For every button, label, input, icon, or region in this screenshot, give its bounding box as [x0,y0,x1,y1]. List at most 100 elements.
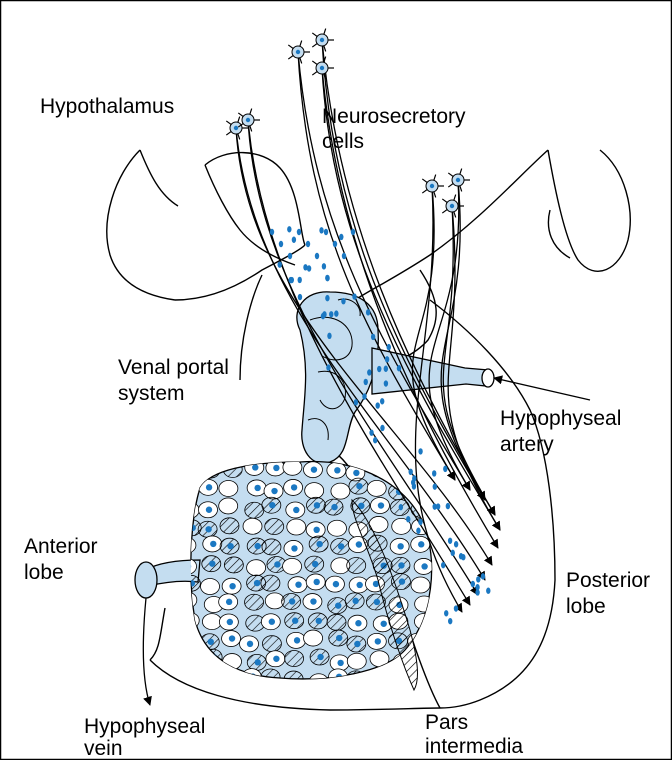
gland-cell [327,614,346,630]
granule [441,562,445,568]
neuron-nucleus [234,126,238,130]
gland-cell [285,650,304,666]
label-anterior-lobe-line2: lobe [24,560,64,585]
granule [319,227,323,233]
cell-nucleus [205,526,211,532]
gland-cell [180,671,199,687]
neuron-nucleus [296,50,300,54]
granule [298,277,302,283]
gland-cell [180,502,199,518]
vein-pointer [143,598,150,705]
granule [278,261,282,267]
granule [418,519,422,525]
granule [367,369,371,375]
granule [384,380,388,386]
granule [476,576,480,582]
cell-nucleus [314,579,320,585]
granule [327,333,331,339]
granule [454,541,458,547]
neuron-nucleus [450,204,454,208]
granule [322,263,326,269]
gland-cell [220,518,239,534]
cell-nucleus [316,541,322,547]
cell-nucleus [338,543,344,549]
cell-nucleus [331,504,337,510]
granule [288,253,292,259]
granule [409,469,413,475]
granule [397,365,401,371]
cell-nucleus [316,618,322,624]
cell-nucleus [356,541,362,547]
cell-nucleus [356,483,362,489]
granule [362,393,366,399]
gland-cell [178,635,197,651]
gland-cell [287,519,306,535]
granule [412,483,416,489]
cell-nucleus [254,543,260,549]
cell-nucleus [375,638,381,644]
gland-cell [219,480,238,496]
gland-cell [245,594,264,610]
granule [454,605,458,611]
gland-cell [223,461,242,477]
cell-nucleus [274,561,280,567]
granule [287,226,291,232]
granule [448,618,452,624]
label-neurosecretory-line2: cells [322,129,364,154]
cell-nucleus [229,635,235,641]
granule [443,466,447,472]
granule [339,234,343,240]
cell-nucleus [314,502,320,508]
gland-cell [203,649,222,665]
gland-cell [327,520,346,536]
granule [433,483,437,489]
cell-nucleus [397,543,403,549]
granule [329,311,333,317]
gland-cell [371,672,390,688]
label-pars-intermedia-line2: intermedia [425,734,523,759]
cell-nucleus [336,635,342,641]
granule [385,356,389,362]
granule [341,298,345,304]
gland-cell [177,537,196,553]
gland-cell [304,630,323,646]
cell-nucleus [295,581,301,587]
label-hypophyseal-artery-line1: Hypophyseal [500,406,621,431]
gland-cell [309,674,328,690]
cell-nucleus [188,675,194,681]
cell-nucleus [255,659,261,665]
gland-cell [347,653,366,669]
label-venal-portal-line2: system [118,381,185,406]
granule [486,588,490,594]
cell-nucleus [417,469,423,475]
cell-nucleus [188,467,194,473]
label-anterior-lobe-line1: Anterior [24,534,98,559]
granule [373,437,377,443]
cell-nucleus [378,502,384,508]
gland-cell [411,577,430,593]
neuron-nucleus [430,184,434,188]
cell-nucleus [356,582,362,588]
granule [481,573,485,579]
granule [351,229,355,235]
gland-cell [180,462,199,478]
granule [375,402,379,408]
nerve-fiber [412,186,455,480]
gland-cell [201,462,220,478]
gland-cell [261,575,280,591]
cell-nucleus [398,562,404,568]
gland-cell [202,614,221,630]
label-neurosecretory-line1: Neurosecretory [322,104,466,129]
gland-cell [331,483,350,499]
label-hypophyseal-vein-line2: vein [84,736,123,761]
granule [387,344,391,350]
granule [270,229,274,235]
granule [288,277,292,283]
granule [451,550,455,556]
cell-nucleus [313,527,319,533]
cell-nucleus [187,507,193,513]
gland-cell [347,558,366,574]
cell-nucleus [335,602,341,608]
granule [444,610,448,616]
cell-nucleus [289,598,295,604]
